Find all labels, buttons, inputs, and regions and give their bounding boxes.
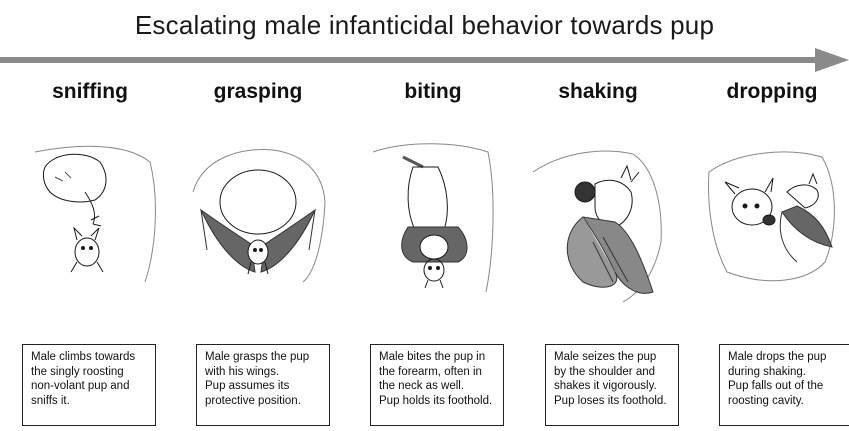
escalation-arrow	[0, 48, 849, 72]
biting-illustration	[358, 132, 508, 312]
stage-label-dropping: dropping	[697, 80, 847, 104]
figure-title: Escalating male infanticidal behavior to…	[0, 10, 849, 41]
grasping-illustration	[183, 132, 333, 312]
stage-label-grasping: grasping	[183, 80, 333, 104]
stage-description-biting: Male bites the pup in the forearm, often…	[370, 344, 504, 426]
stage-description-grasping: Male grasps the pup with his wings. Pup …	[196, 344, 330, 426]
stage-description-dropping: Male drops the pup during shaking. Pup f…	[719, 344, 849, 426]
sniffing-illustration	[15, 132, 165, 312]
stage-label-shaking: shaking	[523, 80, 673, 104]
stage-label-biting: biting	[358, 80, 508, 104]
dropping-illustration	[697, 132, 847, 312]
stage-description-sniffing: Male climbs towards the singly roosting …	[22, 344, 156, 426]
stage-description-shaking: Male seizes the pup by the shoulder and …	[545, 344, 679, 426]
stage-label-sniffing: sniffing	[15, 80, 165, 104]
shaking-illustration	[523, 132, 673, 312]
pup-figure	[71, 228, 103, 272]
